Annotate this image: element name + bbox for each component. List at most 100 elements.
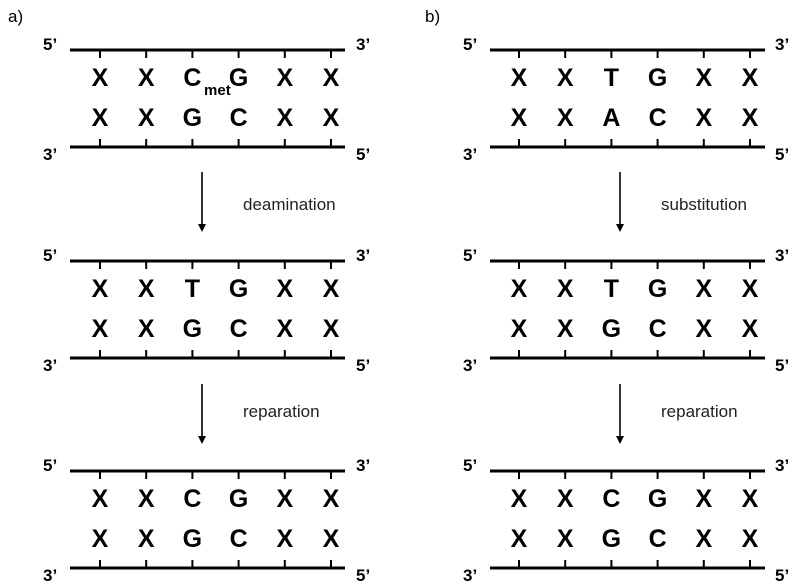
top-right-end-label: 3’ [356, 456, 370, 475]
bottom-right-end-label: 5’ [775, 145, 789, 164]
top-left-end-label: 5’ [463, 456, 477, 475]
bottom-base: G [602, 315, 621, 343]
bottom-base: X [742, 315, 759, 343]
top-base: X [695, 485, 712, 513]
top-base: T [604, 275, 619, 303]
top-right-end-label: 3’ [775, 35, 789, 54]
bottom-left-end-label: 3’ [463, 566, 477, 585]
bottom-left-end-label: 3’ [463, 145, 477, 164]
top-base: X [557, 64, 574, 92]
top-base: X [276, 64, 293, 92]
panel-label: b) [425, 7, 440, 26]
bottom-right-end-label: 5’ [775, 356, 789, 375]
top-base: C [602, 485, 620, 513]
top-base: G [229, 64, 248, 92]
methyl-mark: met [204, 82, 231, 99]
bottom-base: X [557, 104, 574, 132]
top-base: X [511, 275, 528, 303]
top-base: G [229, 275, 248, 303]
top-left-end-label: 5’ [43, 246, 57, 265]
bottom-base: X [138, 104, 155, 132]
top-base: X [323, 485, 340, 513]
top-base: X [92, 485, 109, 513]
bottom-base: C [230, 525, 248, 553]
top-right-end-label: 3’ [775, 456, 789, 475]
bottom-base: X [557, 525, 574, 553]
bottom-base: X [323, 104, 340, 132]
bottom-base: X [323, 315, 340, 343]
top-base: T [604, 64, 619, 92]
bottom-base: C [649, 525, 667, 553]
top-right-end-label: 3’ [775, 246, 789, 265]
down-arrow-icon [198, 436, 206, 444]
bottom-base: C [230, 315, 248, 343]
top-right-end-label: 3’ [356, 246, 370, 265]
top-base: X [276, 485, 293, 513]
top-left-end-label: 5’ [463, 246, 477, 265]
top-base: X [138, 275, 155, 303]
bottom-right-end-label: 5’ [356, 145, 370, 164]
top-base: X [511, 64, 528, 92]
bottom-base: X [276, 525, 293, 553]
bottom-base: X [92, 525, 109, 553]
bottom-base: X [92, 315, 109, 343]
step-label: reparation [243, 402, 320, 421]
top-base: X [323, 64, 340, 92]
bottom-base: X [511, 315, 528, 343]
bottom-base: G [183, 315, 202, 343]
bottom-base: X [557, 315, 574, 343]
top-base: G [648, 485, 667, 513]
top-base: X [695, 64, 712, 92]
bottom-base: C [649, 315, 667, 343]
down-arrow-icon [198, 224, 206, 232]
bottom-base: G [183, 104, 202, 132]
bottom-right-end-label: 5’ [775, 566, 789, 585]
bottom-base: C [649, 104, 667, 132]
top-base: X [742, 485, 759, 513]
top-base: G [648, 275, 667, 303]
bottom-base: G [602, 525, 621, 553]
bottom-base: A [602, 104, 620, 132]
top-base: X [742, 275, 759, 303]
top-base: X [557, 485, 574, 513]
top-base: X [695, 275, 712, 303]
bottom-right-end-label: 5’ [356, 356, 370, 375]
bottom-base: X [276, 315, 293, 343]
top-base: G [648, 64, 667, 92]
bottom-left-end-label: 3’ [43, 566, 57, 585]
bottom-base: X [742, 525, 759, 553]
down-arrow-icon [616, 224, 624, 232]
down-arrow-icon [616, 436, 624, 444]
bottom-base: X [323, 525, 340, 553]
bottom-right-end-label: 5’ [356, 566, 370, 585]
top-base: T [185, 275, 200, 303]
top-base: X [276, 275, 293, 303]
top-base: G [229, 485, 248, 513]
top-base: C [183, 485, 201, 513]
panel-label: a) [8, 7, 23, 26]
step-label: substitution [661, 195, 747, 214]
bottom-base: X [695, 104, 712, 132]
top-left-end-label: 5’ [43, 456, 57, 475]
step-label: deamination [243, 195, 336, 214]
step-label: reparation [661, 402, 738, 421]
top-base: C [183, 64, 201, 92]
bottom-base: X [695, 315, 712, 343]
bottom-base: X [92, 104, 109, 132]
bottom-base: X [695, 525, 712, 553]
top-base: X [742, 64, 759, 92]
top-base: X [557, 275, 574, 303]
bottom-base: X [511, 525, 528, 553]
bottom-base: G [183, 525, 202, 553]
bottom-base: C [230, 104, 248, 132]
top-base: X [92, 64, 109, 92]
bottom-base: X [138, 315, 155, 343]
top-left-end-label: 5’ [463, 35, 477, 54]
top-right-end-label: 3’ [356, 35, 370, 54]
top-base: X [323, 275, 340, 303]
bottom-base: X [138, 525, 155, 553]
bottom-left-end-label: 3’ [43, 356, 57, 375]
top-base: X [511, 485, 528, 513]
top-base: X [92, 275, 109, 303]
